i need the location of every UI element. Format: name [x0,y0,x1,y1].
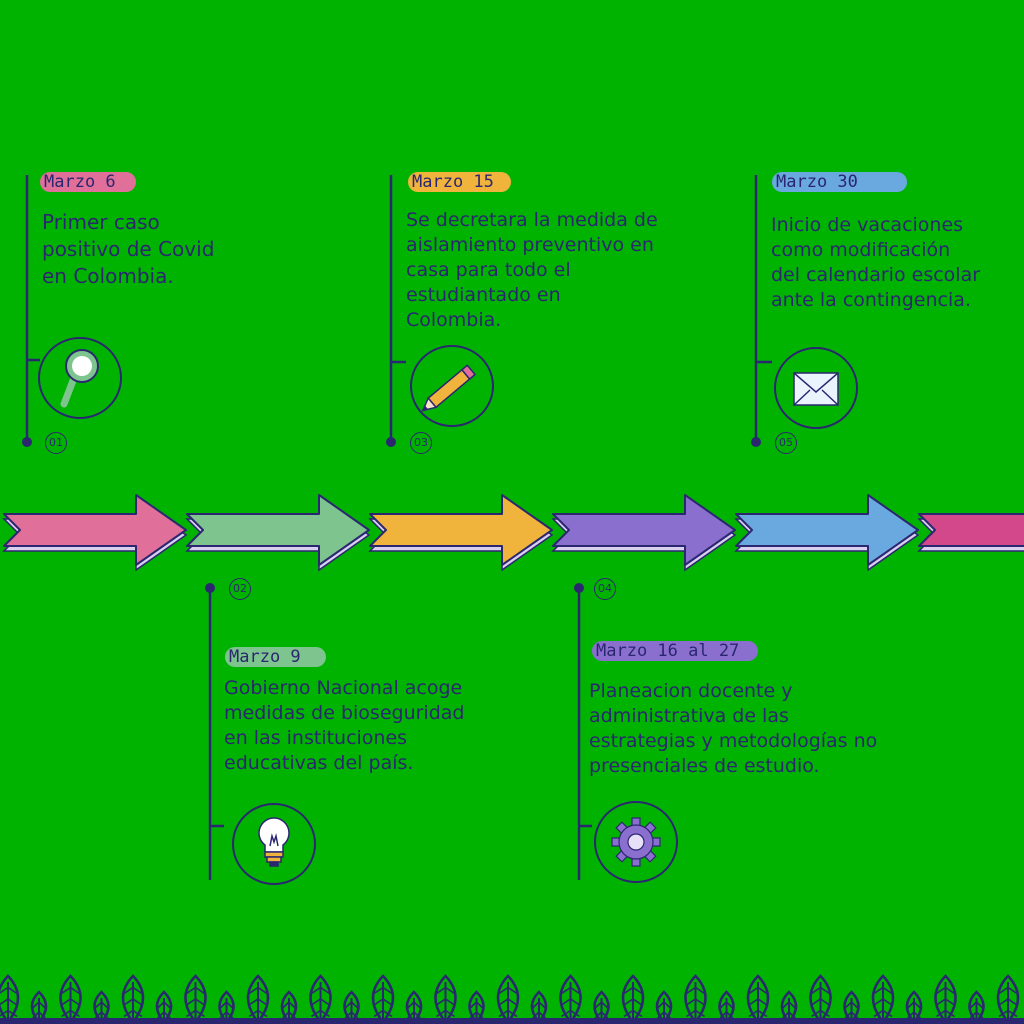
leaf-shape [871,974,895,1024]
leaf-shape [684,974,707,1024]
leaf-shape [496,974,520,1024]
event-description-02: Gobierno Nacional acoge medidas de biose… [224,677,465,774]
date-badge-03: Marzo 15 [408,172,511,192]
step-number-01: 01 [45,432,67,454]
leaf-shape [218,990,235,1024]
timeline-arrow-1 [2,494,188,572]
timeline-arrow-2 [185,494,371,572]
date-badge-02: Marzo 9 [225,647,326,667]
timeline-arrow-6 [917,513,1024,552]
leaf-shape [0,974,20,1024]
leaf-shape [996,974,1020,1024]
leaf-shape [809,974,832,1024]
timeline-arrow-4 [551,494,737,572]
step-number-03: 03 [410,432,432,454]
leaf-shape [59,974,82,1024]
icon-circle-03 [410,345,494,427]
envelope-icon [793,372,839,406]
leaf-shape [559,974,582,1024]
step-number-02: 02 [229,578,251,600]
leaf-shape [593,990,610,1024]
icon-circle-02 [232,803,316,885]
step-number-04: 04 [594,578,616,600]
leaf-shape [621,974,645,1024]
leaf-shape [843,990,860,1024]
icon-circle-01 [38,337,122,419]
leaf-shape [934,974,957,1024]
leaf-shape [718,990,735,1024]
event-description-04: Planeacion docente y administrativa de l… [589,680,878,777]
date-badge-05: Marzo 30 [772,172,907,192]
leaf-shape [530,990,548,1024]
leaf-shape [280,990,298,1024]
event-description-01: Primer caso positivo de Covid en Colombi… [42,210,215,288]
leaf-shape [905,990,923,1024]
leaf-shape [93,990,110,1024]
magnifier-icon [60,349,99,408]
leaf-shape [184,974,207,1024]
leaf-shape [405,990,423,1024]
leaf-shape [655,990,673,1024]
leaf-shape [309,974,332,1024]
leaf-shape [968,990,985,1024]
arrow-band [2,494,1024,572]
event-description-05: Inicio de vacaciones como modificación d… [771,214,981,311]
date-badge-04: Marzo 16 al 27 [592,641,758,661]
leaf-shape [434,974,457,1024]
lightbulb-icon [258,817,290,867]
timeline-arrow-3 [368,494,554,572]
leaf-shape [246,974,270,1024]
leaf-shape [30,990,48,1024]
leaf-shape [371,974,395,1024]
icon-circle-04 [594,801,678,883]
leaf-shape [746,974,770,1024]
leaf-border [0,974,1020,1024]
gear-icon [611,817,661,867]
step-number-05: 05 [775,432,797,454]
timeline-arrow-5 [734,494,920,572]
leaf-shape [155,990,173,1024]
icon-circle-05 [774,347,858,429]
event-description-03: Se decretara la medida de aislamiento pr… [406,209,658,331]
leaf-shape [780,990,798,1024]
connector-lines [25,175,772,880]
connector-dots [22,437,761,593]
date-badge-01: Marzo 6 [40,172,136,192]
pencil-icon [421,364,477,412]
bottom-border-line [0,1018,1024,1024]
leaf-shape [121,974,145,1024]
leaf-shape [343,990,360,1024]
leaf-shape [468,990,485,1024]
